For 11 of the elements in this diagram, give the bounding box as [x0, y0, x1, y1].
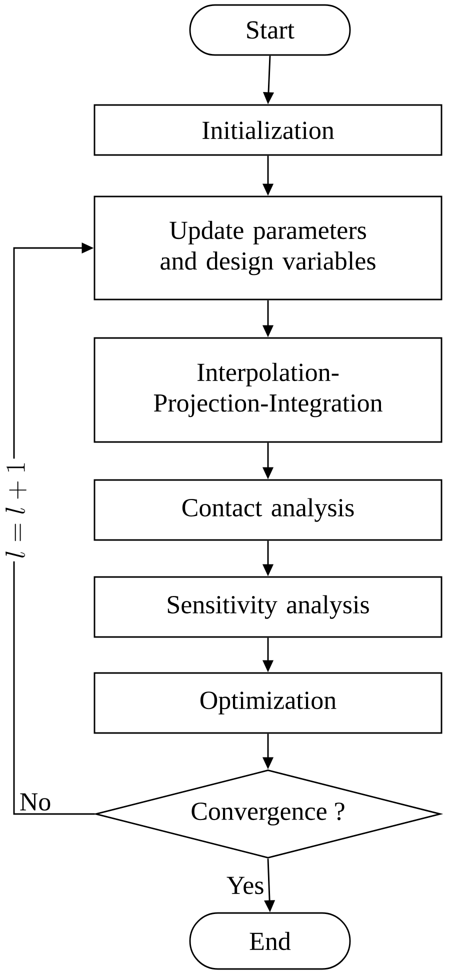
loop-label: $l = l + 1$	[2, 458, 30, 562]
process-box: Update parameters and design variables	[94, 196, 442, 300]
edge-label: Yes	[226, 876, 264, 894]
process-box: Contact analysis	[94, 479, 442, 541]
process-box: Optimization	[94, 672, 442, 734]
edge-label: No	[20, 793, 50, 811]
process-box: Interpolation-Projection-Integration	[94, 337, 442, 443]
terminal-box: End	[189, 912, 351, 970]
terminal-box: Start	[189, 4, 351, 56]
process-box: Initialization	[94, 104, 442, 156]
process-box: Sensitivity analysis	[94, 576, 442, 638]
